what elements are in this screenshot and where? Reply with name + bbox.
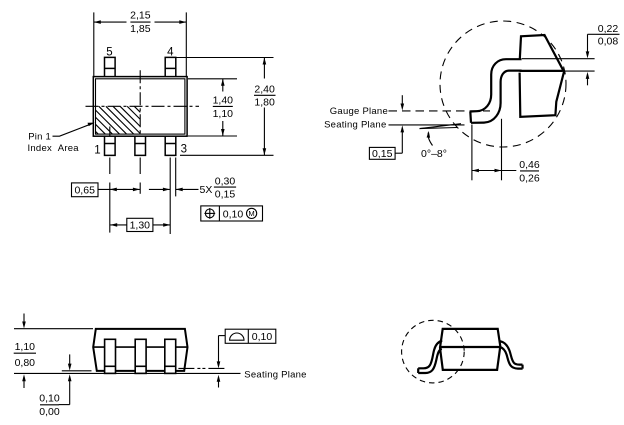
svg-text:0,80: 0,80: [15, 357, 36, 369]
svg-text:0,22: 0,22: [598, 23, 619, 35]
svg-text:5: 5: [106, 47, 112, 59]
svg-text:Index Area: Index Area: [28, 143, 80, 154]
svg-text:1,30: 1,30: [130, 220, 151, 232]
svg-text:1: 1: [94, 145, 100, 157]
svg-text:0,30: 0,30: [215, 176, 236, 188]
svg-text:0,65: 0,65: [74, 184, 95, 196]
svg-text:0,10: 0,10: [223, 208, 244, 220]
svg-text:0,15: 0,15: [215, 188, 236, 200]
svg-text:5X: 5X: [200, 184, 213, 196]
svg-text:1,10: 1,10: [15, 341, 36, 353]
svg-text:1,40: 1,40: [213, 95, 234, 107]
svg-text:1,10: 1,10: [213, 108, 234, 120]
svg-text:2,15: 2,15: [130, 10, 151, 22]
svg-text:0°–8°: 0°–8°: [421, 148, 447, 160]
svg-text:4: 4: [167, 47, 174, 59]
svg-text:0,00: 0,00: [39, 406, 60, 418]
svg-text:0,26: 0,26: [519, 173, 540, 185]
svg-text:Seating Plane: Seating Plane: [244, 369, 306, 380]
svg-text:Gauge Plane: Gauge Plane: [330, 106, 388, 117]
svg-text:0,10: 0,10: [39, 393, 60, 405]
svg-text:0,15: 0,15: [372, 148, 393, 160]
svg-text:2,40: 2,40: [254, 83, 275, 95]
svg-text:0,10: 0,10: [252, 331, 273, 343]
svg-text:1,80: 1,80: [254, 97, 275, 109]
svg-text:1,85: 1,85: [130, 23, 151, 35]
svg-text:M: M: [248, 209, 254, 218]
svg-text:Seating Plane: Seating Plane: [324, 120, 386, 131]
svg-text:0,46: 0,46: [519, 159, 540, 171]
svg-text:Pin 1: Pin 1: [28, 132, 51, 143]
svg-text:0,08: 0,08: [598, 36, 619, 48]
svg-text:3: 3: [181, 144, 187, 156]
